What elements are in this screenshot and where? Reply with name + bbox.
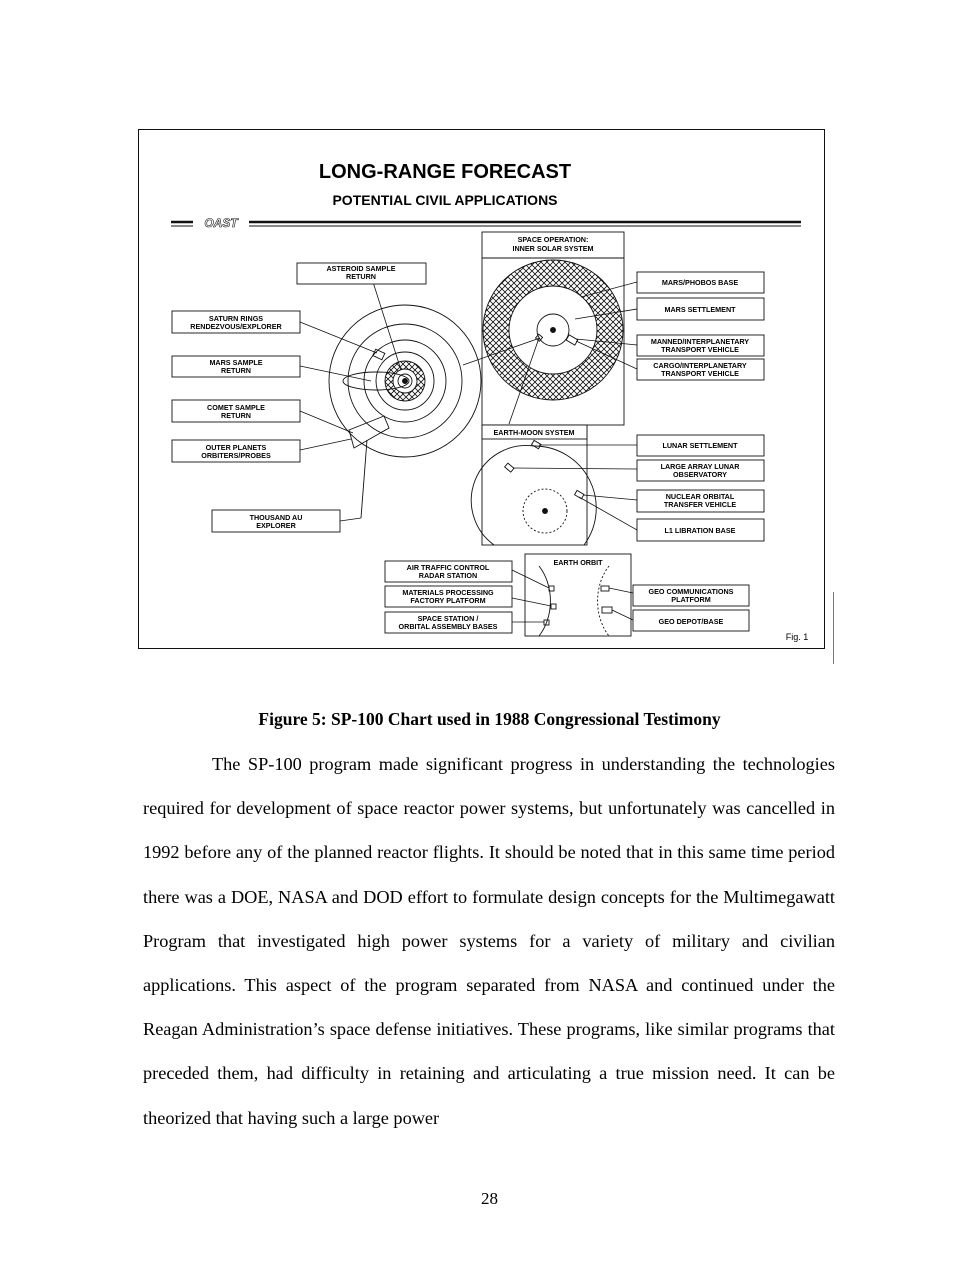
forecast-figure: LONG-RANGE FORECAST POTENTIAL CIVIL APPL… bbox=[138, 129, 825, 649]
paragraph: The SP-100 program made significant prog… bbox=[143, 742, 835, 1140]
svg-text:INNER SOLAR SYSTEM: INNER SOLAR SYSTEM bbox=[512, 244, 593, 253]
body-text: The SP-100 program made significant prog… bbox=[143, 742, 835, 1140]
svg-text:RENDEZVOUS/EXPLORER: RENDEZVOUS/EXPLORER bbox=[190, 322, 282, 331]
svg-text:RETURN: RETURN bbox=[221, 366, 251, 375]
svg-text:PLATFORM: PLATFORM bbox=[671, 595, 710, 604]
svg-text:EXPLORER: EXPLORER bbox=[256, 521, 296, 530]
earth-orbit-label: EARTH ORBIT bbox=[553, 558, 603, 567]
forecast-diagram: LONG-RANGE FORECAST POTENTIAL CIVIL APPL… bbox=[139, 130, 826, 650]
svg-text:TRANSPORT VEHICLE: TRANSPORT VEHICLE bbox=[661, 345, 739, 354]
mars-phobos-label: MARS/PHOBOS BASE bbox=[637, 272, 764, 293]
svg-text:TRANSFER VEHICLE: TRANSFER VEHICLE bbox=[664, 500, 736, 509]
svg-text:FACTORY PLATFORM: FACTORY PLATFORM bbox=[410, 596, 485, 605]
margin-rule bbox=[833, 592, 834, 664]
inner-solar-system bbox=[482, 232, 624, 425]
lunar-settlement-label: LUNAR SETTLEMENT bbox=[637, 435, 764, 456]
svg-text:L1 LIBRATION BASE: L1 LIBRATION BASE bbox=[665, 526, 736, 535]
oast-logo: OAST bbox=[204, 216, 239, 230]
svg-text:RETURN: RETURN bbox=[346, 272, 376, 281]
svg-text:RADAR STATION: RADAR STATION bbox=[419, 571, 477, 580]
svg-text:RETURN: RETURN bbox=[221, 411, 251, 420]
header-rule: OAST bbox=[171, 216, 801, 230]
svg-text:MARS SETTLEMENT: MARS SETTLEMENT bbox=[664, 305, 736, 314]
fig-label: Fig. 1 bbox=[786, 632, 809, 642]
svg-text:OBSERVATORY: OBSERVATORY bbox=[673, 470, 727, 479]
svg-text:ORBITERS/PROBES: ORBITERS/PROBES bbox=[201, 451, 271, 460]
earth-moon-system bbox=[471, 425, 596, 545]
figure-subtitle: POTENTIAL CIVIL APPLICATIONS bbox=[332, 192, 557, 208]
figure-caption: Figure 5: SP-100 Chart used in 1988 Cong… bbox=[0, 709, 979, 730]
svg-text:LUNAR SETTLEMENT: LUNAR SETTLEMENT bbox=[662, 441, 738, 450]
svg-text:EARTH-MOON SYSTEM: EARTH-MOON SYSTEM bbox=[493, 428, 574, 437]
svg-text:ORBITAL ASSEMBLY BASES: ORBITAL ASSEMBLY BASES bbox=[399, 622, 498, 631]
l1-base-label: L1 LIBRATION BASE bbox=[637, 519, 764, 541]
figure-title: LONG-RANGE FORECAST bbox=[319, 161, 571, 183]
svg-text:MARS/PHOBOS BASE: MARS/PHOBOS BASE bbox=[662, 278, 738, 287]
space-station-label: SPACE STATION /ORBITAL ASSEMBLY BASES bbox=[385, 612, 512, 633]
svg-text:EARTH ORBIT: EARTH ORBIT bbox=[553, 558, 603, 567]
earth-moon-label: EARTH-MOON SYSTEM bbox=[482, 425, 587, 439]
svg-text:TRANSPORT VEHICLE: TRANSPORT VEHICLE bbox=[661, 369, 739, 378]
svg-text:GEO DEPOT/BASE: GEO DEPOT/BASE bbox=[659, 617, 724, 626]
space-operation-label: SPACE OPERATION:INNER SOLAR SYSTEM bbox=[512, 235, 593, 253]
mars-settlement-label: MARS SETTLEMENT bbox=[637, 298, 764, 320]
label-boxes: SPACE OPERATION:INNER SOLAR SYSTEM ASTER… bbox=[172, 235, 764, 633]
outer-solar-system bbox=[329, 305, 481, 518]
svg-text:SPACE OPERATION:: SPACE OPERATION: bbox=[518, 235, 589, 244]
page-number: 28 bbox=[0, 1189, 979, 1209]
geo-depot-label: GEO DEPOT/BASE bbox=[633, 610, 749, 631]
